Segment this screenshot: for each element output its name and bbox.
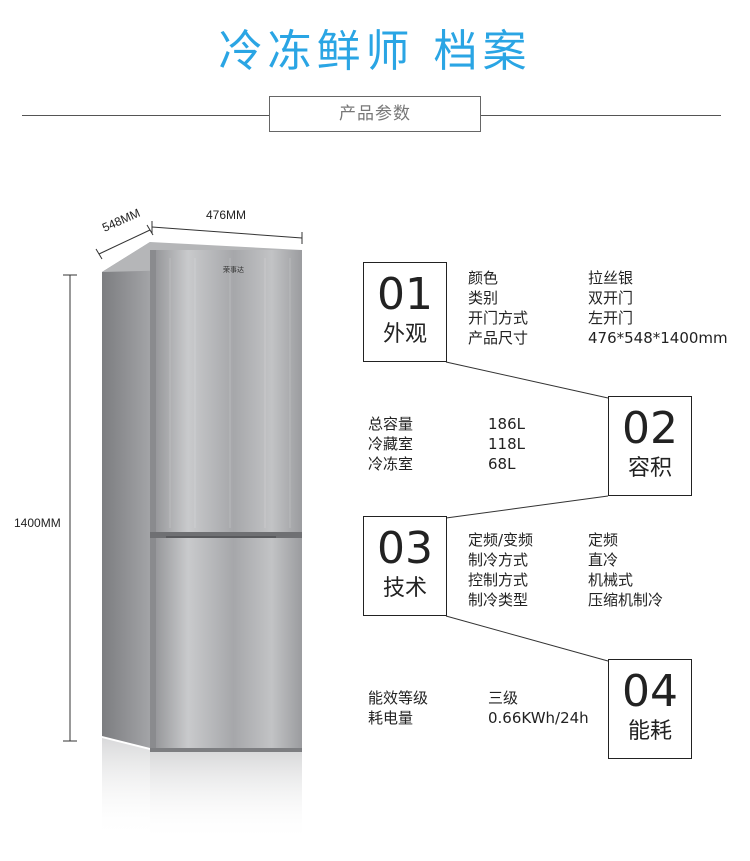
spec-value: 118L — [488, 435, 525, 453]
spec-value: 机械式 — [588, 571, 634, 589]
spec-value: 定频 — [588, 531, 619, 549]
spec-key: 产品尺寸 — [468, 329, 529, 347]
section-card-energy: 04 能耗 — [608, 659, 692, 759]
spec-value: 左开门 — [588, 309, 634, 327]
spec-key: 冷冻室 — [368, 455, 414, 473]
spec-key: 耗电量 — [368, 709, 414, 727]
section-card-technology: 03 技术 — [363, 516, 447, 616]
section-label: 容积 — [627, 456, 672, 481]
spec-key: 类别 — [468, 289, 499, 307]
page-title: 冷冻鲜师 档案 — [218, 26, 532, 77]
spec-key: 冷藏室 — [368, 435, 414, 453]
section-number: 02 — [622, 403, 678, 454]
spec-keys-capacity: 总容量 冷藏室 冷冻室 — [368, 414, 478, 474]
spec-value: 186L — [488, 415, 525, 433]
section-card-appearance: 01 外观 — [363, 262, 447, 362]
spec-key: 开门方式 — [468, 309, 529, 327]
section-number: 03 — [377, 523, 433, 574]
section-card-capacity: 02 容积 — [608, 396, 692, 496]
spec-key: 颜色 — [468, 269, 499, 287]
height-dimension-label: 1400MM — [14, 516, 61, 530]
section-number: 04 — [622, 666, 678, 717]
spec-value: 压缩机制冷 — [588, 591, 664, 609]
spec-key: 定频/变频 — [468, 531, 534, 549]
section-subtitle: 产品参数 — [269, 96, 481, 132]
refrigerator-image: 荣事达 — [102, 242, 302, 842]
brand-logo: 荣事达 — [223, 265, 244, 274]
section-label: 技术 — [382, 576, 427, 601]
header-rule-right — [481, 115, 721, 116]
spec-value: 0.66KWh/24h — [488, 709, 589, 727]
section-label: 外观 — [382, 322, 427, 347]
spec-key: 制冷方式 — [468, 551, 529, 569]
spec-value: 三级 — [488, 689, 519, 707]
spec-values-appearance: 拉丝银 双开门 左开门 476*548*1400mm — [588, 268, 748, 348]
section-label: 能耗 — [627, 719, 672, 744]
section-number: 01 — [377, 269, 433, 320]
spec-values-technology: 定频 直冷 机械式 压缩机制冷 — [588, 530, 738, 610]
header-rule-left — [22, 115, 269, 116]
spec-value: 双开门 — [588, 289, 634, 307]
width-dimension-label: 476MM — [206, 208, 247, 222]
spec-keys-technology: 定频/变频 制冷方式 控制方式 制冷类型 — [468, 530, 578, 610]
spec-values-capacity: 186L 118L 68L — [488, 414, 588, 474]
spec-value: 直冷 — [588, 551, 619, 569]
spec-key: 总容量 — [368, 415, 414, 433]
spec-value: 476*548*1400mm — [588, 329, 728, 347]
spec-key: 制冷类型 — [468, 591, 529, 609]
spec-keys-appearance: 颜色 类别 开门方式 产品尺寸 — [468, 268, 578, 348]
spec-key: 控制方式 — [468, 571, 529, 589]
spec-value: 68L — [488, 455, 516, 473]
spec-key: 能效等级 — [368, 689, 429, 707]
spec-value: 拉丝银 — [588, 269, 634, 287]
spec-values-energy: 三级 0.66KWh/24h — [488, 688, 606, 728]
spec-keys-energy: 能效等级 耗电量 — [368, 688, 478, 728]
